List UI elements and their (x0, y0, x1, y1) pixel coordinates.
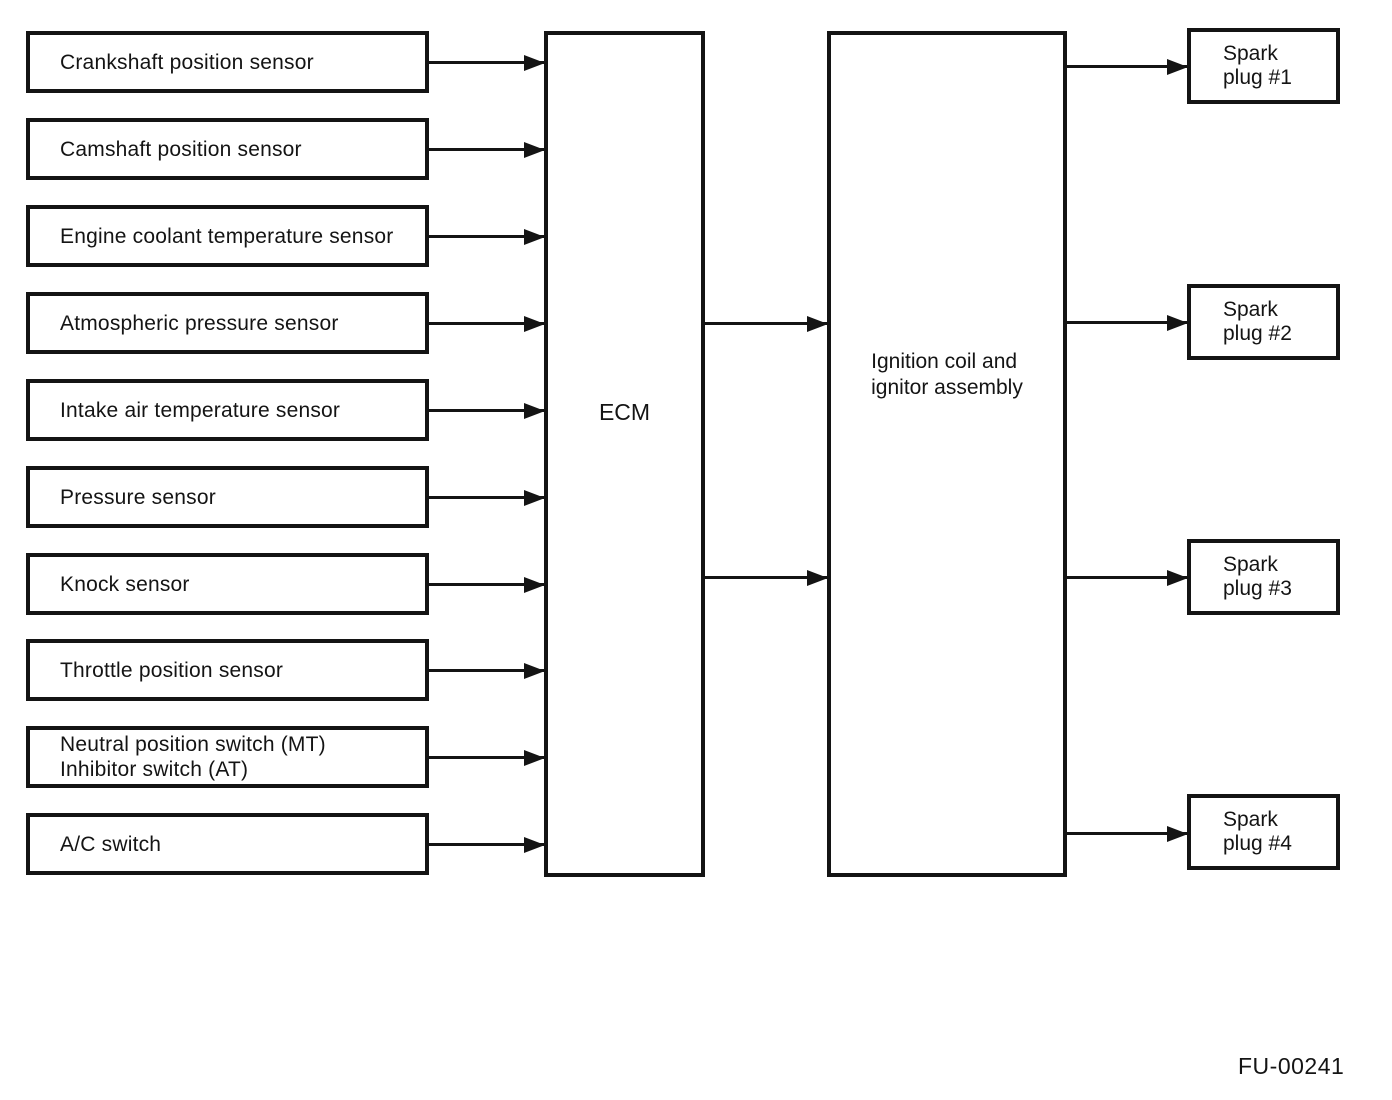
sensor-label: Engine coolant temperature sensor (60, 224, 394, 248)
spark-plug-label: Spark plug #3 (1223, 553, 1292, 600)
ignition-coil-box: Ignition coil and ignitor assembly (827, 31, 1067, 877)
ecm-box: ECM (544, 31, 705, 877)
arrow-ignition-to-spark-plug-4 (1067, 832, 1187, 835)
arrow-camshaft-to-ecm (429, 148, 544, 151)
spark-plug-label: Spark plug #2 (1223, 298, 1292, 345)
arrow-pressure-to-ecm (429, 496, 544, 499)
sensor-box-pressure: Pressure sensor (26, 466, 429, 528)
sensor-label: Throttle position sensor (60, 658, 284, 682)
spark-plug-box-3: Spark plug #3 (1187, 539, 1340, 615)
sensor-box-knock: Knock sensor (26, 553, 429, 615)
spark-plug-label: Spark plug #4 (1223, 808, 1292, 855)
sensor-box-intake-air-temperature: Intake air temperature sensor (26, 379, 429, 441)
arrow-ignition-to-spark-plug-1 (1067, 65, 1187, 68)
sensor-label: Atmospheric pressure sensor (60, 311, 339, 335)
spark-plug-box-4: Spark plug #4 (1187, 794, 1340, 870)
arrow-ac-switch-to-ecm (429, 843, 544, 846)
spark-plug-label: Spark plug #1 (1223, 42, 1292, 89)
sensor-box-camshaft-position: Camshaft position sensor (26, 118, 429, 180)
arrow-ecm-to-ignition-upper (705, 322, 827, 325)
spark-plug-box-1: Spark plug #1 (1187, 28, 1340, 104)
sensor-box-engine-coolant-temperature: Engine coolant temperature sensor (26, 205, 429, 267)
arrow-neutral-switch-to-ecm (429, 756, 544, 759)
sensor-label: Knock sensor (60, 572, 190, 596)
sensor-box-ac-switch: A/C switch (26, 813, 429, 875)
spark-plug-box-2: Spark plug #2 (1187, 284, 1340, 360)
sensor-label: Crankshaft position sensor (60, 50, 314, 74)
arrow-ignition-to-spark-plug-2 (1067, 321, 1187, 324)
arrow-throttle-to-ecm (429, 669, 544, 672)
arrow-ignition-to-spark-plug-3 (1067, 576, 1187, 579)
arrow-knock-to-ecm (429, 583, 544, 586)
sensor-label: Pressure sensor (60, 485, 216, 509)
sensor-label: Intake air temperature sensor (60, 398, 341, 422)
sensor-label: Camshaft position sensor (60, 137, 302, 161)
ignition-coil-label: Ignition coil and ignitor assembly (871, 350, 1023, 399)
ecm-label: ECM (598, 399, 651, 425)
arrow-intake-air-to-ecm (429, 409, 544, 412)
sensor-label: Neutral position switch (MT) Inhibitor s… (60, 733, 326, 781)
arrow-atmospheric-to-ecm (429, 322, 544, 325)
figure-code-label: FU-00241 (1238, 1053, 1345, 1079)
sensor-box-throttle-position: Throttle position sensor (26, 639, 429, 701)
arrow-crankshaft-to-ecm (429, 61, 544, 64)
sensor-box-atmospheric-pressure: Atmospheric pressure sensor (26, 292, 429, 354)
sensor-box-crankshaft-position: Crankshaft position sensor (26, 31, 429, 93)
sensor-box-neutral-inhibitor-switch: Neutral position switch (MT) Inhibitor s… (26, 726, 429, 788)
arrow-coolant-temp-to-ecm (429, 235, 544, 238)
arrow-ecm-to-ignition-lower (705, 576, 827, 579)
sensor-label: A/C switch (60, 832, 162, 856)
